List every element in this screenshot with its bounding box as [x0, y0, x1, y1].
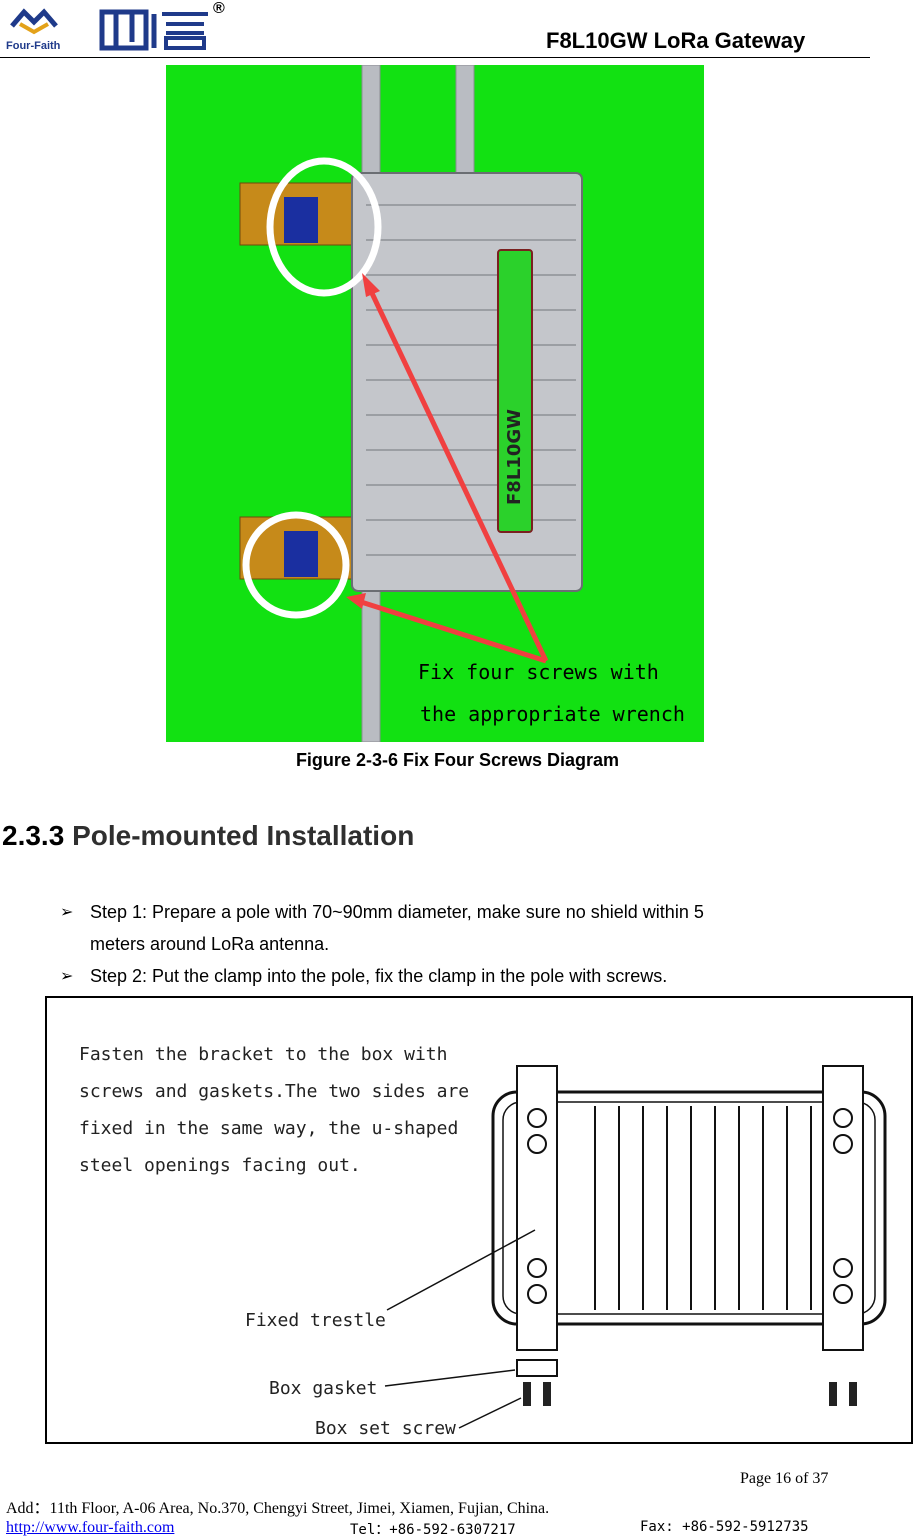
bullet-arrow-icon: ➢: [60, 904, 74, 921]
header-divider: [0, 57, 870, 58]
section-number: 2.3.3: [2, 820, 65, 851]
four-faith-logo: [10, 8, 208, 51]
instruction-line: fixed in the same way, the u-shaped: [79, 1118, 459, 1139]
footer-fax: Fax: +86-592-5912735: [640, 1519, 809, 1535]
step-text: Step 1: Prepare a pole with 70~90mm diam…: [90, 902, 704, 922]
section-heading: 2.3.3 Pole-mounted Installation: [2, 820, 414, 852]
fix-screws-diagram: F8L10GW Fix four screws with the appropr…: [166, 65, 704, 742]
fix-screws-illustration: F8L10GW Fix four screws with the appropr…: [239, 65, 685, 742]
bracket-mounting-diagram: Fasten the bracket to the box with screw…: [45, 996, 913, 1444]
bracket-drawing: [384, 1065, 887, 1429]
label-box-gasket: Box gasket: [269, 1378, 378, 1399]
footer-address: Add：11th Floor, A-06 Area, No.370, Cheng…: [6, 1500, 550, 1517]
section-title: Pole-mounted Installation: [72, 820, 415, 851]
page-number: Page 16 of 37: [740, 1470, 829, 1487]
logo-text: Four-Faith: [6, 40, 61, 52]
instruction-line: steel openings facing out.: [79, 1155, 361, 1176]
callout-line2: the appropriate wrench: [420, 702, 685, 726]
instruction-line: Fasten the bracket to the box with: [79, 1044, 448, 1065]
label-box-set-screw: Box set screw: [315, 1418, 456, 1439]
website-link[interactable]: http://www.four-faith.com: [6, 1519, 175, 1536]
device-label: F8L10GW: [504, 409, 525, 505]
registered-mark: ®: [213, 0, 225, 17]
figure-caption: Figure 2-3-6 Fix Four Screws Diagram: [295, 750, 620, 770]
document-title: F8L10GW LoRa Gateway: [546, 28, 806, 53]
label-fixed-trestle: Fixed trestle: [245, 1310, 386, 1331]
step-text: Step 2: Put the clamp into the pole, fix…: [90, 966, 668, 986]
instruction-line: screws and gaskets.The two sides are: [79, 1081, 470, 1102]
footer-tel: Tel：+86-592-6307217: [350, 1522, 516, 1538]
callout-line1: Fix four screws with: [418, 660, 659, 684]
bullet-arrow-icon: ➢: [60, 968, 74, 985]
step-continuation: meters around LoRa antenna.: [90, 934, 330, 954]
